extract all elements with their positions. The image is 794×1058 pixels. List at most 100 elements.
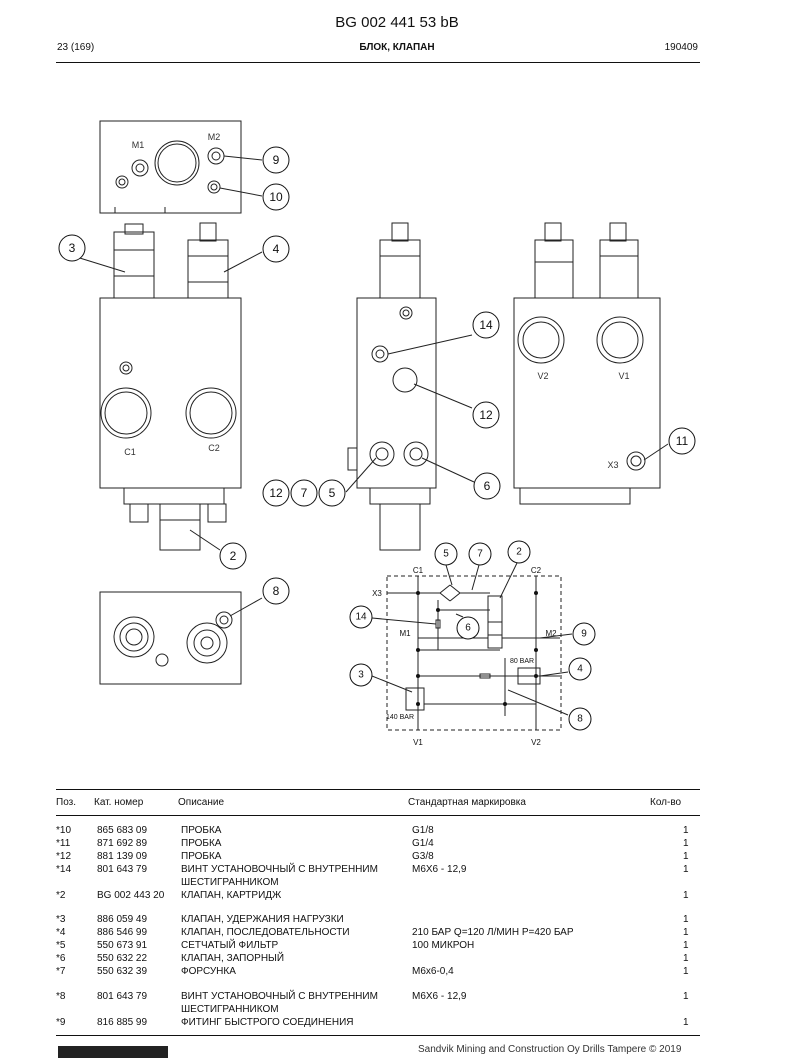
callout-10: 10 [262, 183, 290, 211]
label-v2: V2 [537, 371, 548, 381]
schem-callout-5: 5 [434, 542, 458, 566]
schem-callout-4: 4 [568, 657, 592, 681]
svg-text:8: 8 [273, 584, 280, 598]
bottom-view-body [99, 591, 242, 685]
schem-callout-3: 3 [349, 663, 373, 687]
callout-14: 14 [472, 311, 500, 339]
plug-12-circle [392, 367, 418, 393]
table-row: ШЕСТИГРАННИКОМ [181, 877, 279, 888]
svg-text:5: 5 [443, 549, 449, 560]
footer-copyright: Sandvik Mining and Construction Oy Drill… [418, 1044, 682, 1055]
svg-text:4: 4 [577, 664, 583, 675]
svg-text:14: 14 [355, 612, 367, 623]
cartridge-left [113, 231, 155, 299]
svg-text:12: 12 [479, 408, 493, 422]
callout-11: 11 [668, 427, 696, 455]
schem-callout-7: 7 [468, 542, 492, 566]
col-header-pos: Поз. [56, 797, 76, 808]
col-header-qty: Кол-во [650, 797, 682, 808]
port-c1-circle [100, 387, 152, 439]
valve-block-drawing: M1 M2 C1 C2 V2 V1 X3 C1 C2 X3 M1 M2 V1 V… [58, 120, 696, 747]
callout-3: 3 [58, 234, 86, 262]
col-header-cat: Кат. номер [94, 797, 144, 808]
schem-callout-8: 8 [568, 707, 592, 731]
schem-x3: X3 [372, 589, 382, 598]
table-header-divider [56, 815, 700, 816]
callout-6: 6 [473, 472, 501, 500]
top-view-body [99, 120, 242, 214]
svg-text:6: 6 [465, 623, 471, 634]
svg-text:8: 8 [577, 714, 583, 725]
schem-c2: C2 [531, 566, 542, 575]
label-c2: C2 [208, 443, 220, 453]
table-top-divider [56, 789, 700, 790]
svg-text:12: 12 [269, 486, 283, 500]
svg-text:4: 4 [273, 242, 280, 256]
label-x3: X3 [607, 460, 618, 470]
svg-text:6: 6 [484, 479, 491, 493]
label-m2: M2 [208, 132, 221, 142]
fitting-2 [159, 503, 201, 551]
col-header-desc: Описание [178, 797, 225, 808]
cartridge-right [187, 239, 229, 299]
table-bottom-divider [56, 1035, 700, 1036]
svg-text:2: 2 [516, 547, 522, 558]
svg-text:10: 10 [269, 190, 283, 204]
svg-text:5: 5 [329, 486, 336, 500]
svg-text:3: 3 [69, 241, 76, 255]
svg-text:9: 9 [273, 153, 280, 167]
schem-callout-2: 2 [507, 540, 531, 564]
callout-5: 5 [318, 479, 346, 507]
port-c2-circle [185, 387, 237, 439]
document-title: BG 002 441 53 bB [335, 14, 459, 31]
document-date: 190409 [664, 42, 698, 53]
svg-text:14: 14 [479, 318, 493, 332]
schem-v1: V1 [413, 738, 423, 747]
callout-9: 9 [262, 146, 290, 174]
callout-4: 4 [262, 235, 290, 263]
schem-80bar: 80 BAR [510, 658, 534, 665]
schematic-boundary [386, 575, 562, 731]
svg-text:9: 9 [581, 629, 587, 640]
schem-v2: V2 [531, 738, 541, 747]
col-header-std: Стандартная маркировка [408, 797, 526, 808]
schem-140bar: 140 BAR [386, 714, 414, 721]
schem-callout-9: 9 [572, 622, 596, 646]
svg-text:2: 2 [230, 549, 237, 563]
schem-m2: M2 [545, 629, 557, 638]
header-divider [56, 62, 700, 63]
svg-text:7: 7 [477, 549, 483, 560]
table-row: ШЕСТИГРАННИКОМ [181, 1004, 279, 1015]
schem-m1: M1 [399, 629, 411, 638]
callout-7: 7 [290, 479, 318, 507]
schematic-valve-3 [405, 687, 425, 711]
document-subtitle: БЛОК, КЛАПАН [359, 42, 435, 53]
schem-callout-6: 6 [456, 616, 480, 640]
label-c1: C1 [124, 447, 136, 457]
callout-12-front: 12 [262, 479, 290, 507]
label-m1: M1 [132, 140, 145, 150]
top-view-main-port [154, 140, 200, 186]
svg-text:7: 7 [301, 486, 308, 500]
label-v1: V1 [618, 371, 629, 381]
schem-c1: C1 [413, 566, 424, 575]
schem-callout-14: 14 [349, 605, 373, 629]
page-number: 23 (169) [57, 42, 95, 53]
svg-text:11: 11 [676, 434, 689, 448]
callout-2: 2 [219, 542, 247, 570]
callout-8: 8 [262, 577, 290, 605]
svg-text:3: 3 [358, 670, 364, 681]
company-logo [58, 1046, 168, 1058]
